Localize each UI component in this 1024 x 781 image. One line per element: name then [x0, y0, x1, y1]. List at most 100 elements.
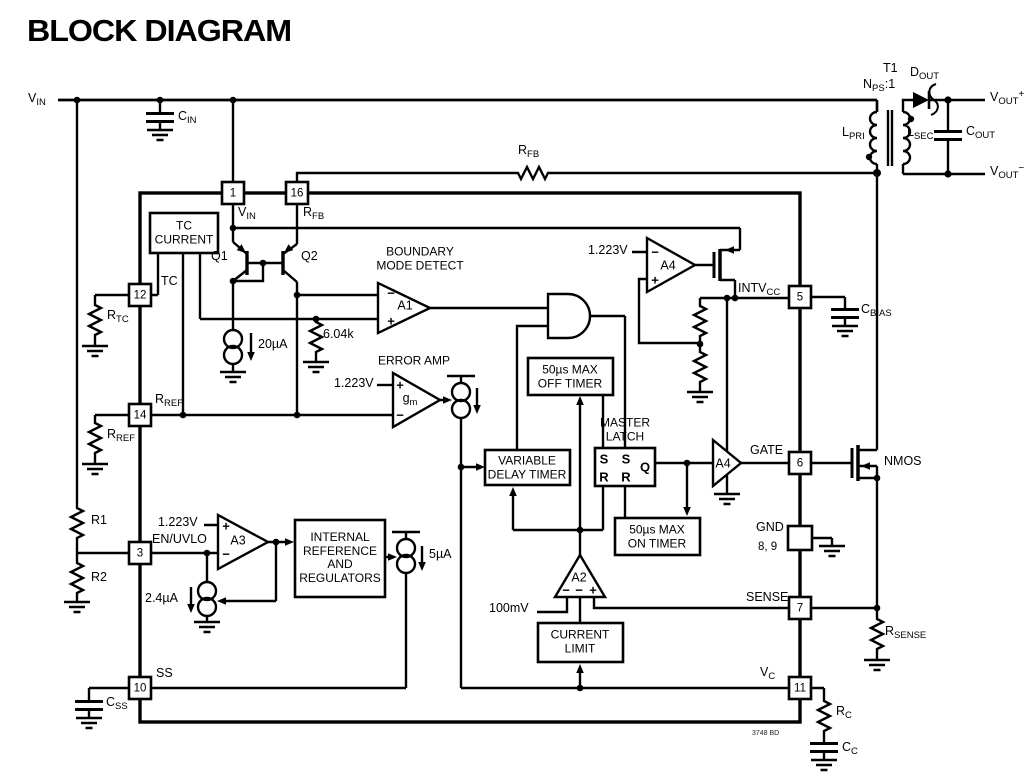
boundary-mode-label: BOUNDARY MODE DETECT — [376, 244, 464, 272]
pin-1: 1 — [229, 187, 237, 200]
wire-a2-inputs — [537, 597, 789, 623]
wire-vin-line — [58, 98, 879, 112]
rfb-top-label: RFB — [518, 143, 540, 160]
vout-minus-label: VOUT− — [990, 163, 1024, 181]
lpri-label: LPRI — [842, 125, 865, 142]
off-timer-box — [526, 356, 615, 397]
page-title: BLOCK DIAGRAM — [27, 13, 292, 48]
a4-drv-name: A4 — [715, 456, 731, 471]
junction-dots — [73, 96, 952, 692]
pin-3: 3 — [136, 547, 144, 560]
value-1223v-reg: 1.223V — [588, 243, 628, 257]
value-2p4ua: 2.4µA — [145, 591, 178, 605]
pin-8-9: 8, 9 — [758, 541, 778, 553]
a3-name: A3 — [230, 533, 246, 548]
rref-ext-label: RREF — [107, 427, 136, 444]
arrow-mirror — [473, 405, 481, 414]
delay-timer-box — [483, 448, 572, 487]
pin-name-vin: VIN — [238, 205, 256, 222]
arrow-on-timer-in — [683, 507, 691, 516]
value-100mv: 100mV — [489, 601, 529, 615]
wire-r1-r2 — [75, 100, 129, 602]
master-latch-label: MASTER LATCH — [599, 415, 651, 443]
arrow-5ua-in — [388, 553, 397, 561]
pin-name-gnd: GND — [756, 520, 784, 534]
arrow-nmos-body — [861, 462, 870, 470]
css-label: CSS — [106, 695, 128, 712]
rtc-label: RTC — [107, 308, 129, 325]
wire-and-out — [590, 314, 627, 448]
rsense-label: RSENSE — [885, 624, 927, 641]
wire-rtc — [93, 293, 129, 346]
a2-in-mid: − — [575, 582, 583, 598]
ground-divider — [687, 390, 713, 404]
pin-box-8-9 — [786, 524, 814, 552]
resistor-rfb — [515, 164, 551, 182]
value-1223v-erramp: 1.223V — [334, 376, 374, 390]
pin-16: 16 — [290, 187, 304, 200]
master-latch-box — [593, 446, 657, 488]
off-timer-label: 50µs MAX OFF TIMER — [537, 362, 603, 390]
latch-r1: R — [599, 469, 609, 485]
pin-7: 7 — [796, 602, 804, 615]
arrow-i24 — [187, 604, 195, 613]
pin-name-intvcc: INTVCC — [738, 281, 781, 298]
ic-outline — [138, 191, 802, 724]
ground-i24 — [194, 620, 220, 634]
arrow-current-limit-in — [576, 664, 584, 673]
wire-base-tie — [233, 263, 265, 283]
ground-a4drv — [714, 492, 740, 506]
a1-plus: + — [387, 313, 395, 329]
latch-s1: S — [599, 451, 609, 467]
current-limit-box — [536, 621, 625, 664]
q2-label: Q2 — [301, 249, 318, 263]
error-amp-gm — [391, 370, 443, 430]
ground-cin — [147, 128, 173, 142]
arrow-q2-emitter — [284, 244, 294, 253]
lsec-label: LSEC — [907, 125, 934, 142]
wire-secondary — [875, 98, 985, 176]
arrow-pmos-source — [725, 246, 734, 254]
pmos-regulator — [712, 248, 740, 298]
ground-rref-ext — [82, 462, 108, 476]
rc-label: RC — [836, 704, 852, 721]
diagram-note: 3748 BD — [752, 730, 780, 737]
comparator-a3 — [216, 512, 271, 572]
diode-squiggle — [928, 83, 939, 116]
a2-in-left: − — [562, 582, 570, 598]
wire-q2-collector — [295, 282, 378, 415]
resistor-r2 — [68, 560, 86, 596]
a4-reg-plus: + — [651, 272, 659, 288]
comparator-a2 — [552, 552, 608, 599]
resistor-divider-top — [691, 303, 709, 339]
pmos-leads — [720, 248, 740, 298]
pin-name-tc: TC — [161, 274, 178, 288]
wire-a2-net — [511, 404, 605, 555]
wire-rfb-line — [295, 171, 877, 182]
capacitor-cbias — [831, 308, 859, 319]
gm-name: gm — [402, 390, 418, 408]
nps-label: NPS:1 — [863, 77, 896, 94]
pin-name-rfb: RFB — [303, 205, 325, 222]
on-timer-label: 50µs MAX ON TIMER — [627, 522, 687, 550]
pin-box-1 — [220, 180, 246, 206]
arrowheads — [187, 244, 870, 673]
gm-plus: + — [396, 377, 404, 393]
pin-box-16 — [284, 180, 310, 206]
ground-rtc — [82, 344, 108, 358]
wire-a4-reg — [632, 250, 714, 345]
resistor-rtc — [86, 302, 104, 338]
arrow-off-timer-in — [576, 396, 584, 405]
arrow-delay-in — [476, 463, 485, 471]
a4-reg-name: A4 — [660, 258, 676, 273]
wire-latch-q — [655, 461, 713, 509]
diode-dout — [913, 83, 939, 116]
r2-label: R2 — [91, 570, 107, 584]
primary-winding — [868, 110, 878, 166]
latch-s2: S — [621, 451, 631, 467]
t1-label: T1 — [883, 61, 898, 75]
pin-name-en-uvlo: EN/UVLO — [152, 532, 207, 546]
q1-label: Q1 — [211, 249, 228, 263]
vout-plus-label: VOUT+ — [990, 89, 1024, 107]
